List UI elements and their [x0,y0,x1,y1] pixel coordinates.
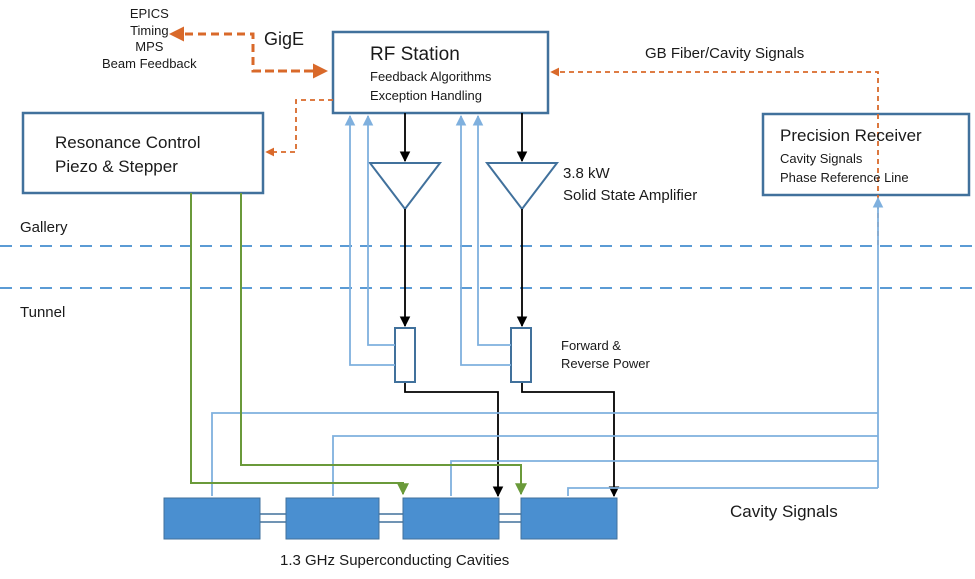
resonance-control-box [21,111,265,195]
external-item-epics: EPICS [129,6,169,21]
precision-receiver-title: Precision Receiver [780,126,922,145]
cavity-signals-label: Cavity Signals [730,502,838,521]
amplifier-2 [484,162,560,211]
coupler1-signal-a [362,114,395,346]
external-item-beam-feedback: Beam Feedback [102,55,197,71]
coupler2-to-cavity4-arrow [521,382,620,498]
gallery-label: Gallery [20,219,68,236]
coupler-label-line-2: Reverse Power [561,356,650,371]
cavity2-signal [332,435,878,496]
amplifier-type-label: Solid State Amplifier [563,187,698,204]
coupler2-signal-b [455,114,511,366]
tuner-line-2 [240,193,527,496]
resonance-control-title: Resonance Control [55,133,201,152]
resonance-control-line2: Piezo & Stepper [55,157,178,176]
cavity-1 [163,497,261,540]
gige-external-arrow [169,26,325,73]
amplifier-power-label: 3.8 kW [563,165,610,182]
cavity4-signal [567,487,878,496]
cavity-4 [520,497,618,540]
coupler1-signal-b [344,114,395,366]
rf-to-resonance-arrow [265,99,333,157]
rf-station-line-1: Feedback Algorithms [370,69,492,84]
tunnel-label: Tunnel [20,304,66,321]
cavity-2 [285,497,380,540]
cavities-caption: 1.3 GHz Superconducting Cavities [280,552,510,569]
gb-fiber-arrow [550,67,879,245]
coupler-label-line-1: Forward & [561,338,621,353]
tuner-line-1 [190,193,409,496]
rf-station-box [331,30,550,115]
cavity-connectors [260,513,521,523]
coupler-2 [510,327,532,383]
external-item-timing: Timing [130,22,169,38]
rf-station-line-2: Exception Handling [370,88,483,103]
cavity3-signal [450,460,878,496]
gige-label: GigE [264,29,305,49]
precision-receiver-box [761,112,971,197]
cavity1-signal [211,412,878,496]
rf-station-title: RF Station [370,44,460,65]
cavity-3 [402,497,500,540]
precision-receiver-line-1: Cavity Signals [780,151,863,166]
external-systems-list: EPICS Timing MPS Beam Feedback [102,6,197,72]
coupler1-to-cavity3-arrow [404,382,504,498]
gb-fiber-label: GB Fiber/Cavity Signals [645,45,805,62]
coupler2-signal-a [472,114,511,346]
coupler-1 [394,327,416,383]
amplifier-1 [367,162,443,211]
external-item-mps: MPS [135,39,164,54]
precision-receiver-line-2: Phase Reference Line [780,170,909,185]
